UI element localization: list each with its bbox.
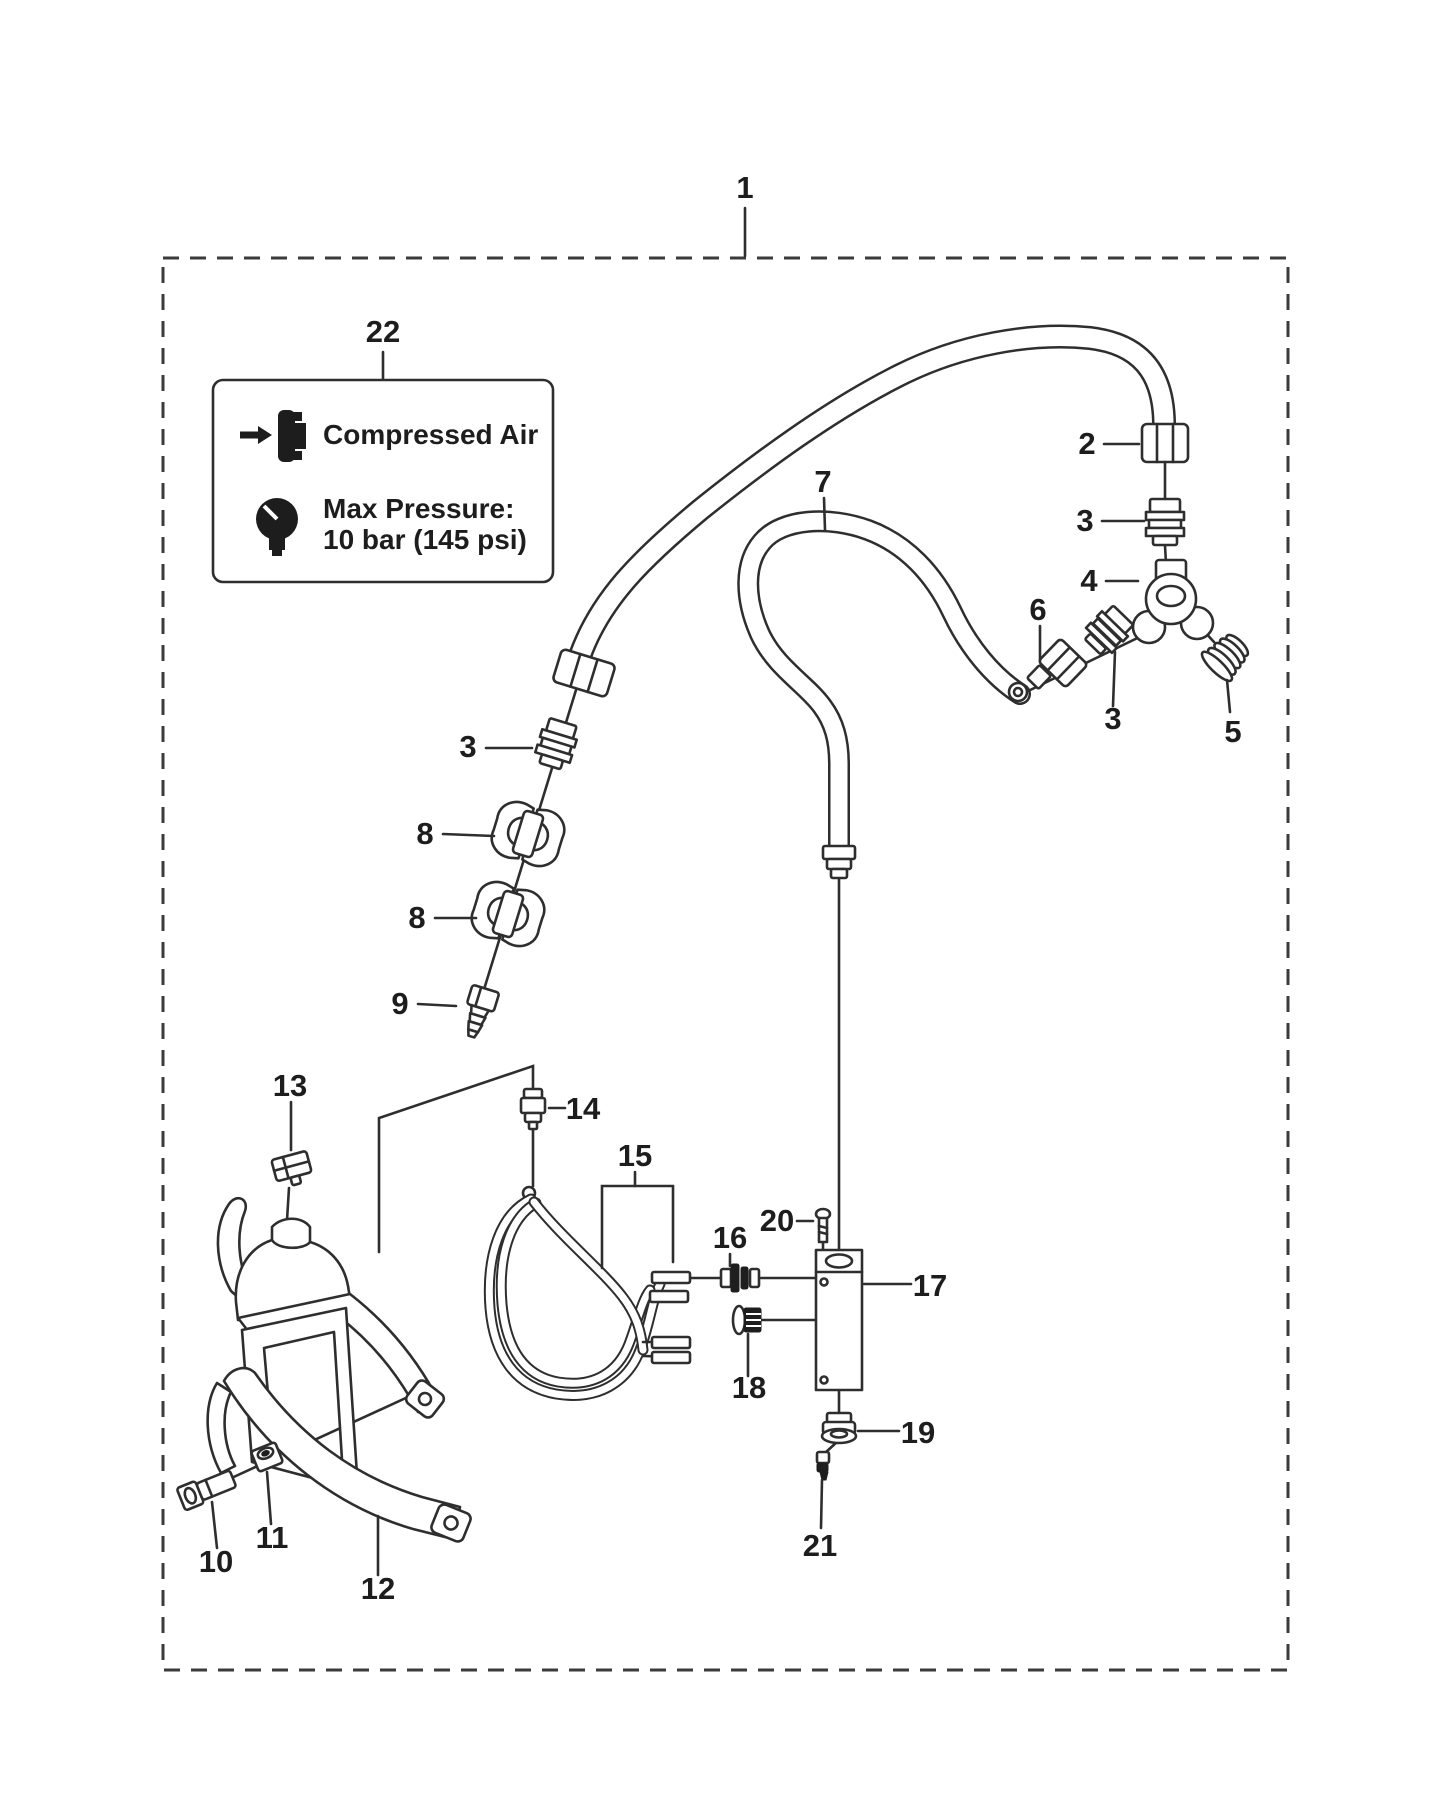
callout-15: 15 bbox=[618, 1138, 652, 1173]
callout-20: 20 bbox=[760, 1203, 794, 1238]
hose-ferrule bbox=[1007, 681, 1029, 703]
harness-sleeve bbox=[650, 1350, 692, 1365]
callout-14: 14 bbox=[566, 1091, 601, 1126]
ribbed-fitting-3-mid bbox=[1084, 604, 1134, 655]
tee-fitting-4 bbox=[1131, 558, 1215, 645]
air-hose-7 bbox=[737, 510, 1031, 861]
bleed-fitting-21 bbox=[815, 1450, 831, 1481]
bolt-axis-line bbox=[223, 1395, 410, 1483]
ribbed-fitting-3-left bbox=[533, 717, 579, 771]
lock-nut-11 bbox=[250, 1441, 284, 1473]
cap-screw-10 bbox=[176, 1469, 237, 1512]
plug-18 bbox=[731, 1304, 762, 1336]
callout-12: 12 bbox=[361, 1571, 395, 1606]
harness-sleeve bbox=[648, 1289, 690, 1304]
flange-nut-19 bbox=[820, 1411, 858, 1445]
callout-3-upper: 3 bbox=[1076, 503, 1093, 538]
wire-harness-15 bbox=[483, 1185, 692, 1401]
info-box: Compressed Air Max Pressure: 10 bar (145… bbox=[211, 378, 555, 584]
info-box-row2-line2: 10 bar (145 psi) bbox=[323, 524, 527, 555]
leader-9 bbox=[416, 1002, 458, 1008]
callout-10: 10 bbox=[199, 1544, 233, 1579]
hose-union bbox=[821, 844, 857, 880]
callout-6: 6 bbox=[1029, 592, 1046, 627]
callout-22: 22 bbox=[366, 314, 400, 349]
callout-4: 4 bbox=[1080, 563, 1098, 598]
callout-16: 16 bbox=[713, 1220, 747, 1255]
hose-clamp-8-lower bbox=[470, 880, 546, 948]
callout-5: 5 bbox=[1224, 714, 1241, 749]
callout-17: 17 bbox=[913, 1268, 947, 1303]
air-fitting-icon bbox=[240, 410, 306, 462]
leader-15-bracket bbox=[600, 1184, 675, 1270]
valve-6-cylinder bbox=[1026, 664, 1052, 690]
valve-6-hex bbox=[1038, 638, 1088, 688]
harness-sleeve bbox=[650, 1270, 692, 1285]
hose-clamp-8-upper bbox=[490, 800, 566, 868]
harness-sleeve bbox=[650, 1335, 692, 1350]
hex-union-2 bbox=[1140, 422, 1190, 464]
bracket-to-valve14-line bbox=[377, 1064, 535, 1254]
callout-21: 21 bbox=[803, 1528, 837, 1563]
leader-21 bbox=[819, 1478, 824, 1530]
hex-nut-hose-end bbox=[552, 648, 616, 698]
leader-10 bbox=[210, 1500, 219, 1550]
inline-valve-14 bbox=[519, 1087, 547, 1131]
screw-20 bbox=[814, 1207, 832, 1244]
callout-3-left: 3 bbox=[459, 729, 476, 764]
spring-5 bbox=[1200, 633, 1250, 683]
callout-18: 18 bbox=[732, 1370, 766, 1405]
callout-8-lower: 8 bbox=[408, 900, 425, 935]
leader-3-mid bbox=[1111, 650, 1117, 708]
info-box-row2-line1: Max Pressure: bbox=[323, 493, 514, 524]
callout-8-upper: 8 bbox=[416, 816, 433, 851]
callout-13: 13 bbox=[273, 1068, 307, 1103]
info-box-row1-text: Compressed Air bbox=[323, 419, 538, 450]
air-hose-main bbox=[568, 324, 1176, 668]
leader-11 bbox=[265, 1470, 273, 1526]
leader-8-upper bbox=[441, 832, 496, 838]
callout-1: 1 bbox=[736, 170, 753, 205]
leader-7 bbox=[822, 496, 827, 532]
coupler-16 bbox=[719, 1263, 761, 1293]
callout-2: 2 bbox=[1078, 426, 1095, 461]
leader-5 bbox=[1225, 678, 1232, 714]
callout-3-mid: 3 bbox=[1104, 701, 1121, 736]
callout-7: 7 bbox=[814, 464, 831, 499]
ribbed-fitting-3-upper bbox=[1144, 497, 1186, 547]
callout-19: 19 bbox=[901, 1415, 935, 1450]
callout-11: 11 bbox=[256, 1520, 289, 1555]
barb-nipple-9 bbox=[466, 984, 500, 1039]
callout-9: 9 bbox=[391, 986, 408, 1021]
pressure-gauge-icon bbox=[256, 498, 298, 556]
mounting-bracket-12 bbox=[206, 1196, 472, 1543]
valve-block-17 bbox=[814, 1248, 864, 1392]
clip-13 bbox=[270, 1150, 313, 1187]
